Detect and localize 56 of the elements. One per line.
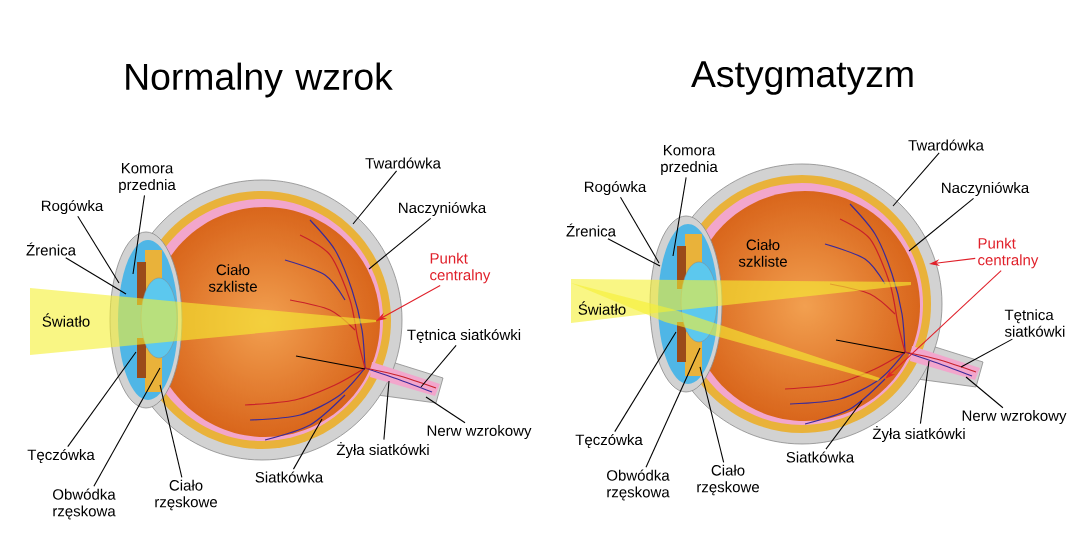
part-label: Tęczówka [27,448,95,464]
leader-line [352,170,398,225]
leader-line [908,197,975,252]
leader-line [607,238,661,267]
part-label: Twardówka [365,157,441,169]
part-label: Ciało rzęskowe [155,479,217,511]
part-label: Żyła siatkówki [872,425,965,443]
leader-line [292,418,323,470]
leader-line [420,344,457,388]
part-label: Ciało szkliste [208,264,257,292]
part-label: Komora przednia [119,162,176,194]
leader-line [65,257,127,295]
part-label: Naczyniówka [942,181,1030,197]
part-label: Naczyniówka [399,201,487,217]
leader-line [368,217,432,270]
part-label: Tętnica siatkówki [407,328,521,344]
leader-line [672,176,687,257]
part-label: Rogówka [585,180,647,196]
leader-line [77,215,120,284]
part-label: Komora przednia [661,144,718,176]
part-label: Punkt centralny [430,252,491,284]
leader-line [132,194,146,275]
part-label: Nerw wzrokowy [962,410,1067,424]
leader-line [960,338,1013,368]
part-label: Siatkówka [255,471,324,483]
leader-line [645,347,701,468]
beam-label: Światło [578,301,626,315]
beam-label: Światło [42,313,90,327]
leader-line [425,396,466,424]
panel-title: Astygmatyzm [691,61,913,95]
leader-line [93,367,161,487]
part-label: Ciało szkliste [738,239,787,267]
leader-line [965,376,1004,409]
arrow [885,270,1002,379]
part-label: Tętnica siatkówki [1004,309,1065,337]
part-label: Punkt centralny [978,237,1039,269]
part-label: Tęczówka [575,433,643,449]
part-label: Ciało rzęskowe [697,464,759,496]
leader-line [919,360,930,425]
leader-line [159,384,183,478]
part-label: Obwódka rzęskowa [53,488,116,520]
leader-line [892,152,940,207]
part-label: Rogówka [42,199,104,215]
part-label: Źrenica [566,223,616,237]
leader-line [67,351,137,448]
part-label: Siatkówka [786,451,855,463]
panel-title: Normalny wzrok [126,62,393,98]
leader-line [614,331,677,433]
leader-line [619,196,660,264]
leader-line [383,380,390,441]
part-label: Obwódka rzęskowa [607,469,670,501]
leader-line [699,366,725,463]
part-label: Żyła siatkówki [336,441,429,459]
part-label: Nerw wzrokowy [427,425,532,439]
part-label: Źrenica [26,242,76,256]
part-label: Twardówka [908,139,984,151]
